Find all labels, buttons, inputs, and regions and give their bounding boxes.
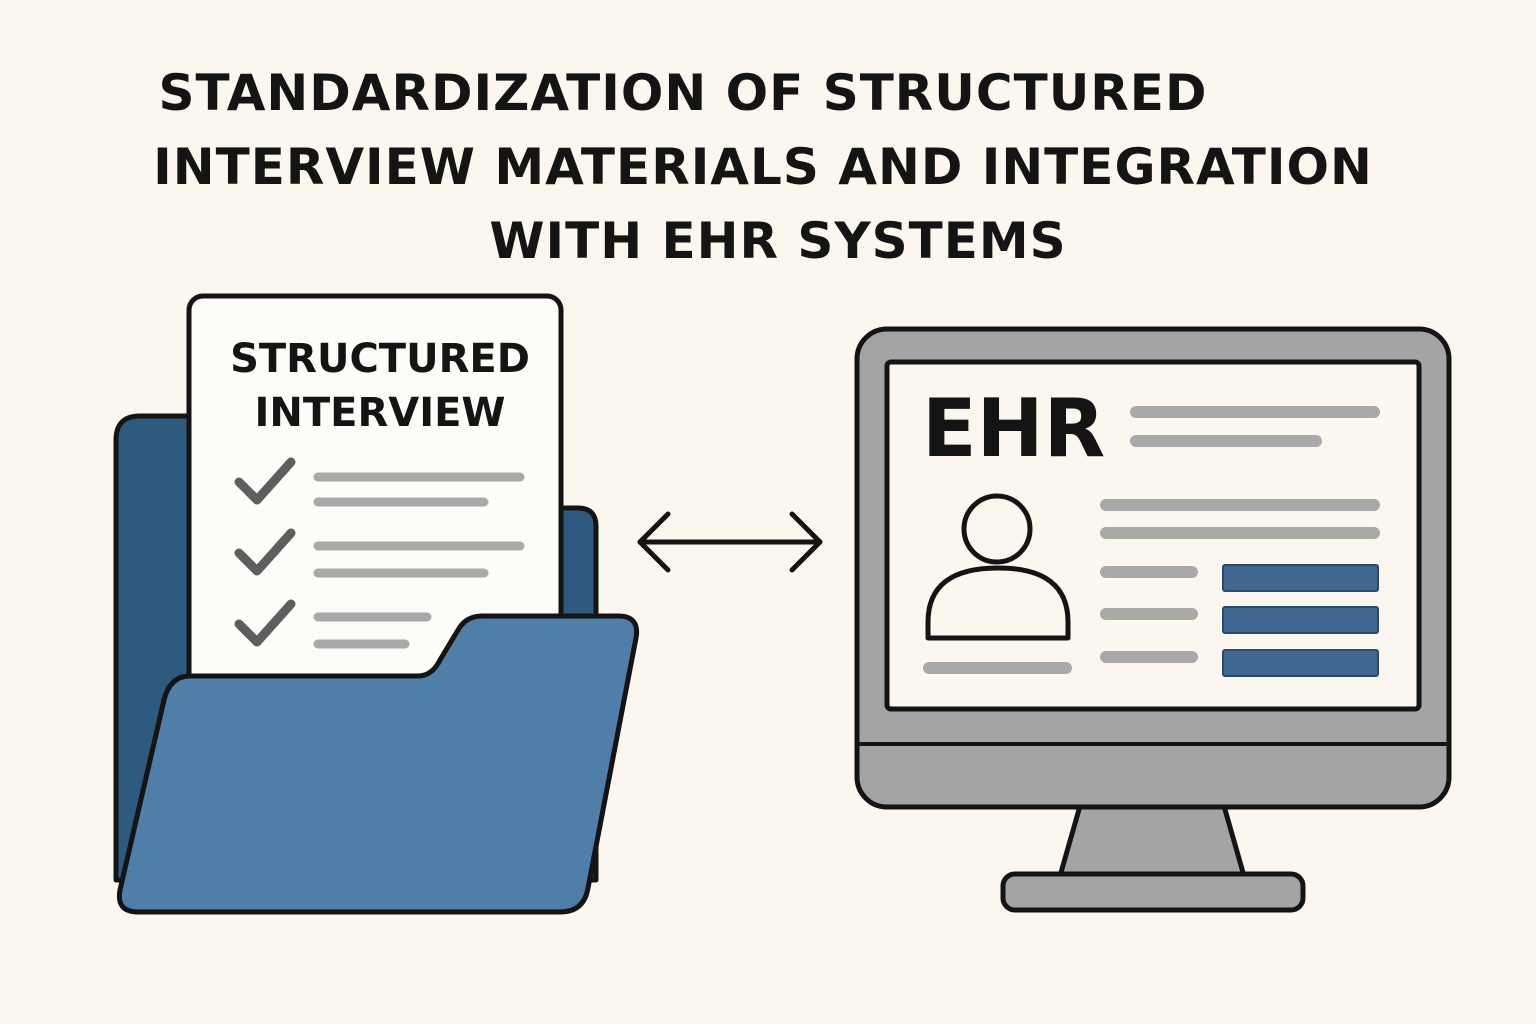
bidirectional-arrow-icon: [637, 511, 823, 573]
ehr-field-bar: [1222, 649, 1379, 677]
page-title: STANDARDIZATION OF STRUCTURED INTERVIEW …: [0, 56, 1536, 278]
title-line-2: INTERVIEW MATERIALS AND INTEGRATION: [153, 138, 1373, 196]
monitor-stand-base: [1000, 871, 1306, 913]
folder-front-icon: [116, 613, 640, 915]
checkmark-icon: [234, 528, 296, 576]
document-heading-line-2: INTERVIEW: [254, 390, 505, 436]
document-heading-line-1: STRUCTURED: [230, 336, 530, 382]
monitor-icon: EHR: [854, 326, 1452, 913]
checkmark-icon: [234, 599, 296, 647]
ehr-placeholder-lines: [923, 406, 1380, 674]
ehr-data-bars: [1222, 564, 1379, 677]
ehr-field-bar: [1222, 564, 1379, 592]
user-avatar-icon: [925, 493, 1071, 641]
title-line-1: STANDARDIZATION OF STRUCTURED: [158, 64, 1208, 122]
title-line-3: WITH EHR SYSTEMS: [489, 212, 1067, 270]
folder-front-panel: [116, 613, 640, 915]
ehr-field-bar: [1222, 606, 1379, 634]
checklist: [234, 457, 525, 649]
monitor-stand-neck: [1057, 803, 1247, 879]
ehr-label: EHR: [922, 382, 1105, 475]
checkmark-icon: [234, 457, 296, 505]
